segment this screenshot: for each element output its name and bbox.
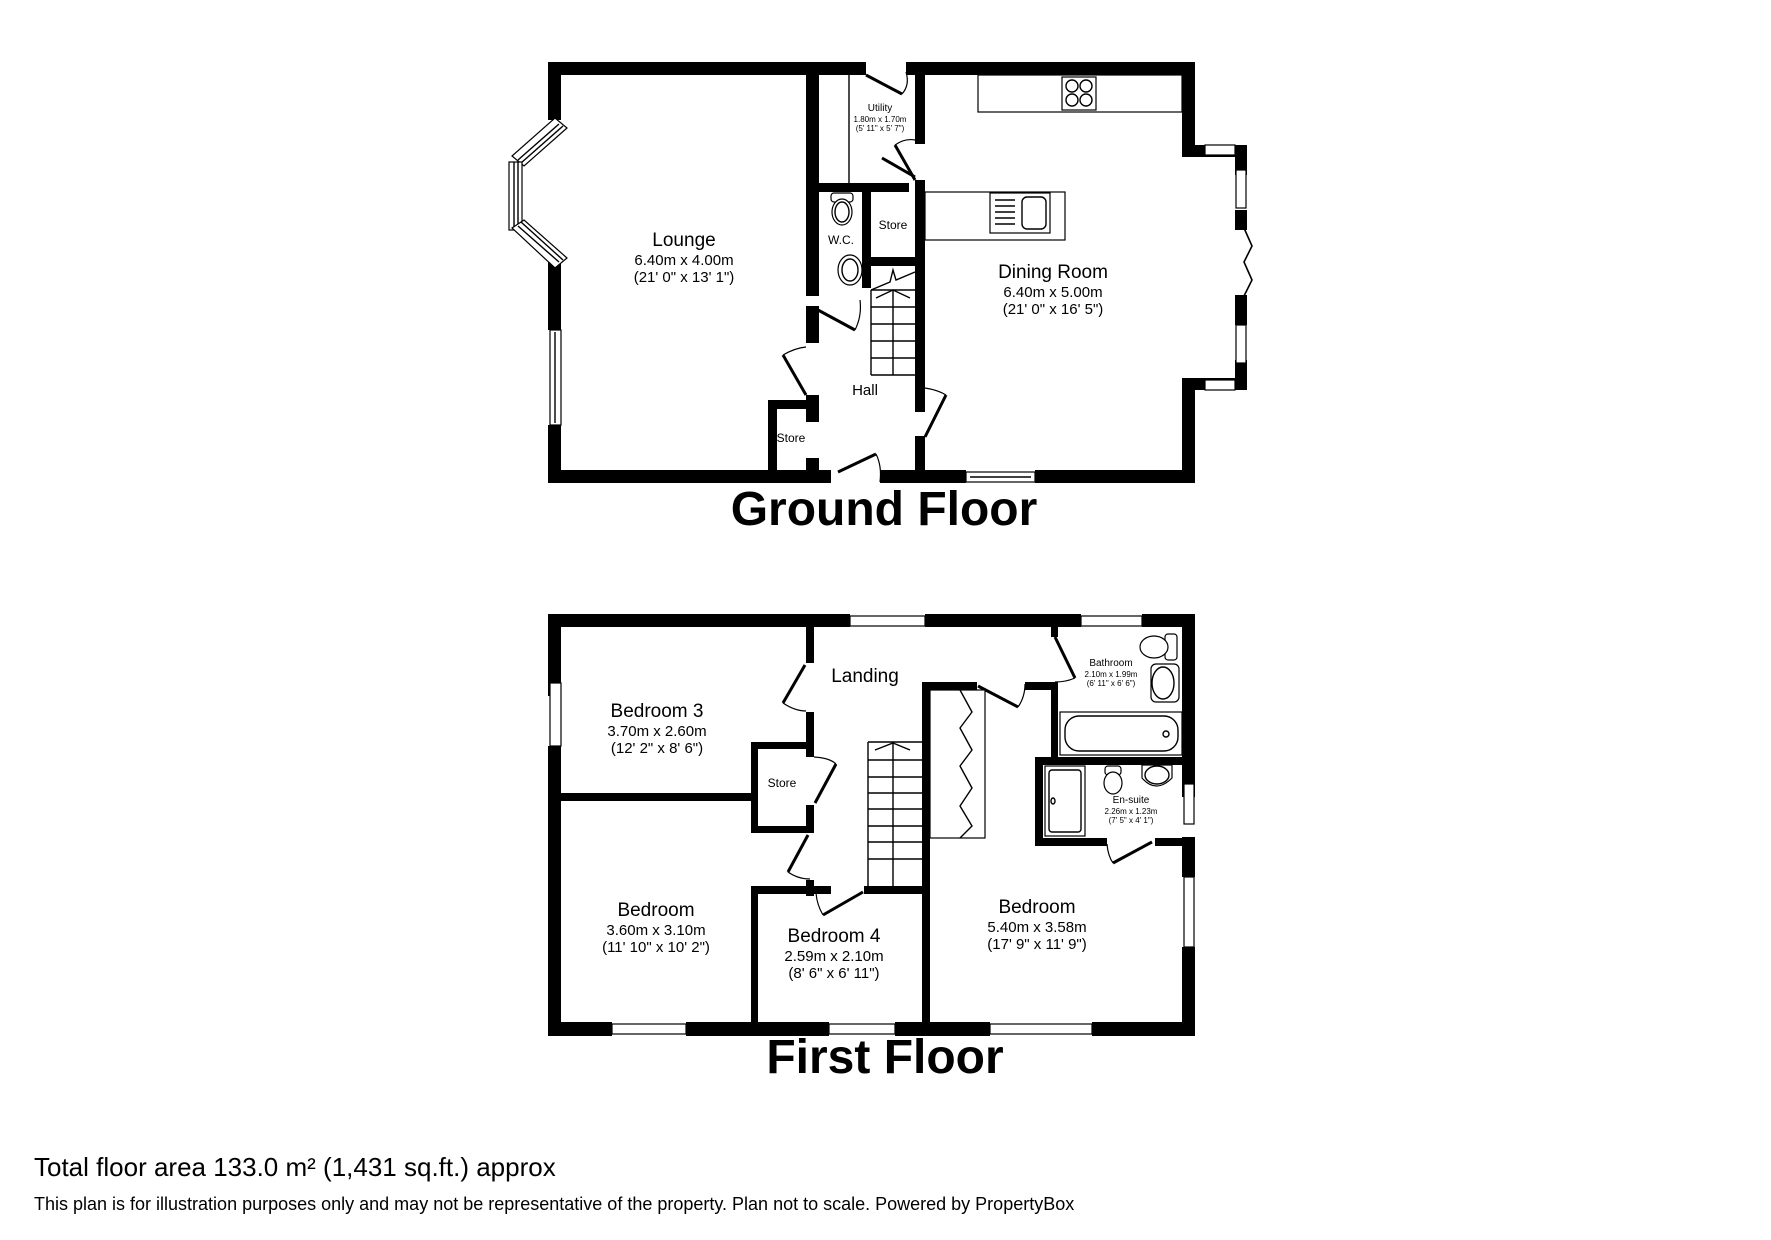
room-bedroom-main: Bedroom 5.40m x 3.58m (17' 9" x 11' 9")	[987, 897, 1086, 953]
bathtub-icon	[1059, 711, 1183, 756]
kitchen-worktop	[977, 74, 1183, 113]
room-dimensions-imperial: (8' 6" x 6' 11")	[788, 965, 880, 983]
room-dimensions-metric: 3.60m x 3.10m	[606, 921, 706, 939]
wc-toilet-icon	[830, 192, 854, 226]
room-bedroom4: Bedroom 4 2.59m x 2.10m (8' 6" x 6' 11")	[784, 926, 883, 982]
room-dimensions-metric: 2.26m x 1.23m	[1104, 806, 1158, 816]
shower-tray-icon	[1044, 765, 1086, 837]
room-dimensions-imperial: (11' 10" x 10' 2")	[602, 939, 710, 957]
room-dimensions-metric: 5.40m x 3.58m	[987, 918, 1087, 936]
room-bedroom-left: Bedroom 3.60m x 3.10m (11' 10" x 10' 2")	[602, 900, 710, 956]
wardrobe	[929, 689, 986, 839]
staircase-first	[867, 741, 922, 886]
room-name: Utility	[867, 103, 893, 114]
room-bathroom: Bathroom 2.10m x 1.99m (6' 11" x 6' 6")	[1085, 658, 1138, 688]
room-store-lower: Store	[776, 431, 806, 445]
first-floor-plan	[548, 614, 1195, 1036]
room-dimensions-metric: 6.40m x 5.00m	[1003, 283, 1103, 301]
room-dimensions-imperial: (12' 2" x 8' 6")	[610, 740, 704, 758]
room-dimensions-metric: 2.59m x 2.10m	[784, 947, 884, 965]
ensuite-toilet-icon	[1103, 765, 1123, 795]
room-dimensions-metric: 1.80m x 1.70m	[853, 114, 907, 124]
room-dimensions-imperial: (7' 5" x 4' 1")	[1108, 815, 1154, 825]
room-store: Store	[767, 776, 797, 790]
room-dimensions-imperial: (17' 9" x 11' 9")	[987, 936, 1087, 954]
room-bedroom3: Bedroom 3 3.70m x 2.60m (12' 2" x 8' 6")	[607, 701, 706, 757]
wc-basin-icon	[837, 254, 863, 286]
room-ensuite: En-suite 2.26m x 1.23m (7' 5" x 4' 1")	[1105, 795, 1158, 825]
room-dimensions-imperial: (5' 11" x 5' 7")	[855, 123, 905, 133]
room-name: Dining Room	[998, 262, 1108, 283]
room-hall: Hall	[852, 382, 878, 399]
bathroom-toilet-icon	[1139, 633, 1178, 661]
room-utility: Utility 1.80m x 1.70m (5' 11" x 5' 7")	[854, 103, 907, 133]
room-dimensions-metric: 6.40m x 4.00m	[634, 251, 734, 269]
ground-floor-plan	[508, 62, 1253, 483]
room-store-upper: Store	[878, 218, 908, 232]
room-landing: Landing	[831, 666, 899, 687]
bathroom-basin-icon	[1150, 663, 1180, 703]
room-name: Bedroom 4	[787, 926, 881, 947]
room-name: Bedroom	[617, 900, 695, 921]
staircase-ground	[870, 267, 916, 376]
room-name: Bedroom 3	[610, 701, 704, 722]
room-dimensions-metric: 2.10m x 1.99m	[1084, 669, 1138, 679]
room-dimensions-imperial: (6' 11" x 6' 6")	[1086, 678, 1136, 688]
room-dimensions-imperial: (21' 0" x 16' 5")	[1002, 301, 1104, 319]
disclaimer: This plan is for illustration purposes o…	[34, 1194, 1075, 1214]
room-lounge: Lounge 6.40m x 4.00m (21' 0" x 13' 1")	[634, 230, 735, 286]
total-floor-area: Total floor area 133.0 m² (1,431 sq.ft.)…	[34, 1152, 556, 1182]
room-dimensions-imperial: (21' 0" x 13' 1")	[633, 269, 735, 287]
room-dimensions-metric: 3.70m x 2.60m	[607, 722, 707, 740]
room-name: Lounge	[652, 230, 716, 251]
kitchen-island-sink	[924, 191, 1066, 241]
room-name: Bedroom	[998, 897, 1076, 918]
ground-floor-title: Ground Floor	[730, 483, 1038, 536]
room-dining: Dining Room 6.40m x 5.00m (21' 0" x 16' …	[998, 262, 1108, 318]
ensuite-basin-icon	[1141, 764, 1173, 787]
room-name: Bathroom	[1089, 658, 1133, 669]
room-name: En-suite	[1112, 795, 1150, 806]
room-wc: W.C.	[828, 233, 854, 247]
bay-window	[508, 117, 568, 269]
first-floor-title: First Floor	[766, 1031, 1004, 1084]
